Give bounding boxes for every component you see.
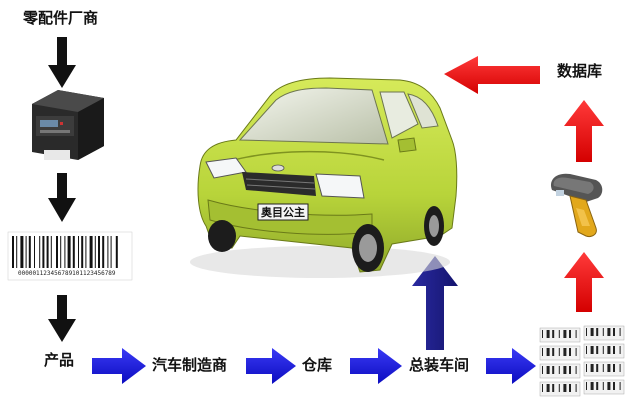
up-arrow-barcodes-to-scanner	[564, 252, 604, 312]
node-database: 数据库	[557, 62, 603, 80]
barcode-stack-icon	[539, 325, 625, 397]
license-plate: 奥目公主	[260, 205, 305, 219]
down-arrow-2	[48, 173, 76, 222]
node-assembly: 总装车间	[409, 356, 470, 374]
node-manufacturer: 汽车制造商	[152, 356, 228, 374]
flow-arrow-warehouse-to-assembly	[350, 348, 402, 384]
barcode-scanner-icon	[550, 173, 603, 237]
car-image: 奥目公主	[190, 77, 458, 278]
left-arrow-to-car	[444, 56, 540, 94]
flow-arrow-manufacturer-to-warehouse	[246, 348, 296, 384]
flow-arrow-assembly-to-barcodes	[486, 348, 536, 384]
barcode-icon	[7, 231, 133, 281]
label-printer-icon	[32, 90, 104, 160]
flow-arrow-product-to-manufacturer	[92, 348, 146, 384]
barcode-number: 000001123456789101123456789	[18, 270, 116, 277]
node-warehouse: 仓库	[302, 356, 333, 374]
down-arrow-1	[48, 37, 76, 88]
node-product: 产品	[44, 351, 75, 369]
up-arrow-assembly-to-car	[412, 256, 458, 350]
down-arrow-3	[48, 295, 76, 342]
node-supplier: 零配件厂商	[23, 9, 99, 27]
up-arrow-scanner-to-database	[564, 100, 604, 162]
